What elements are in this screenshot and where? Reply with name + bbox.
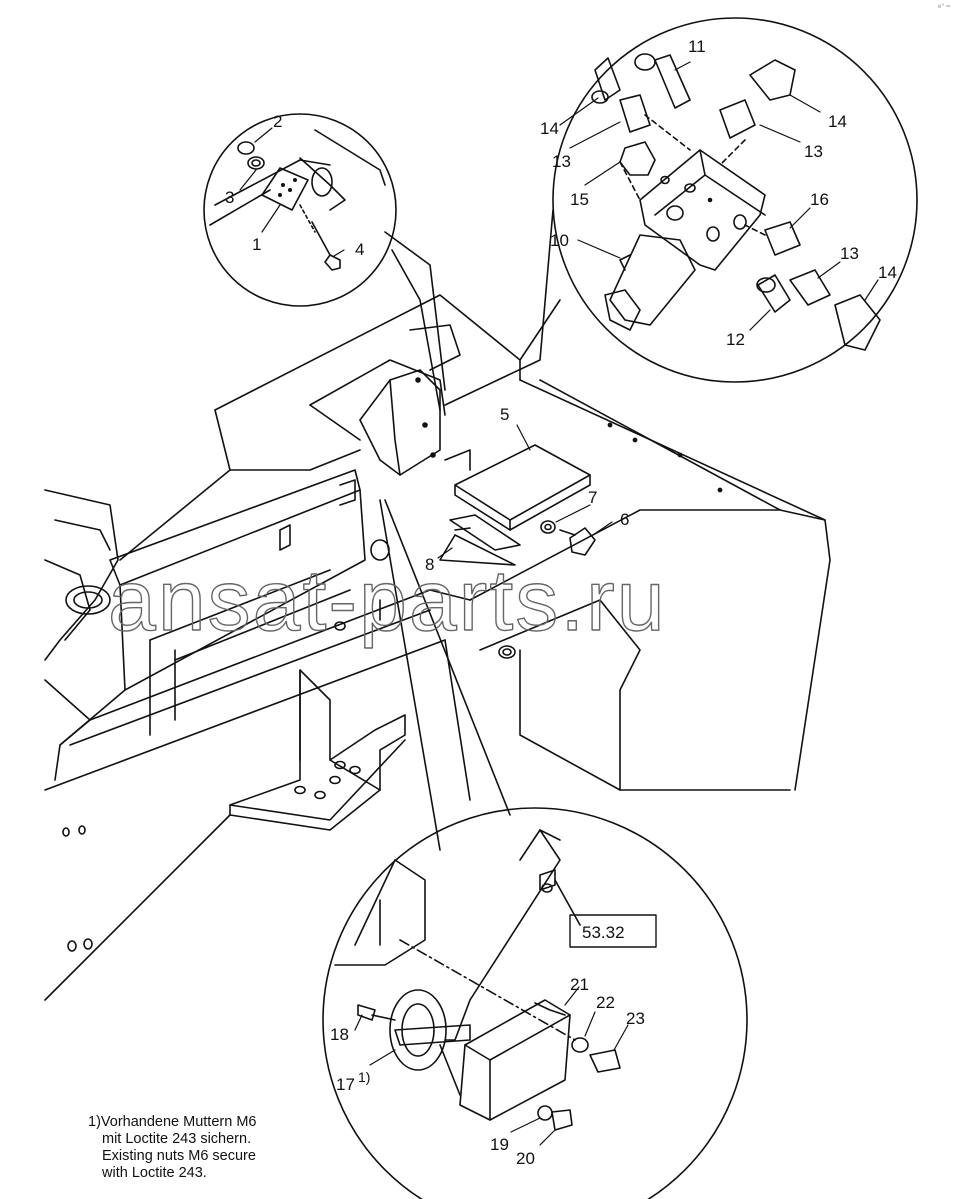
washer-22: [571, 1037, 589, 1053]
callout-2: 2: [273, 112, 282, 131]
callout-7: 7: [588, 488, 597, 507]
callout-17: 17: [336, 1075, 355, 1094]
callout-12: 12: [726, 330, 745, 349]
elbow-14b: [749, 59, 796, 101]
detail-circle-17-23: [322, 499, 748, 1199]
cap-2: [237, 141, 255, 155]
callout-22: 22: [596, 993, 615, 1012]
arm-bracket: [444, 829, 561, 1041]
callout-16: 16: [810, 190, 829, 209]
strip-8: [449, 514, 521, 551]
callout-5: 5: [500, 405, 509, 424]
detail-circle-valve: [444, 17, 918, 406]
mounting-plate-group: [439, 444, 596, 566]
callout-14a: 14: [540, 119, 559, 138]
callout-17-footnote-ref: 1): [358, 1069, 370, 1085]
adapter-13c: [789, 269, 831, 306]
callout-14b: 14: [828, 112, 847, 131]
elbow-14c: [834, 294, 881, 351]
bolt-4: [324, 254, 341, 271]
plug-11: [654, 54, 691, 109]
reference-box-label: 53.32: [582, 923, 625, 942]
callout-13c: 13: [840, 244, 859, 263]
footnote-line-2: mit Loctite 243 sichern.: [102, 1131, 252, 1147]
footnote-line-4: with Loctite 243.: [102, 1165, 207, 1181]
washer-3: [247, 156, 265, 170]
footnote: 1)Vorhandene Muttern M6 mit Loctite 243 …: [88, 1114, 256, 1182]
adapter-13a: [619, 94, 651, 133]
callout-11: 11: [688, 37, 706, 56]
adapter-13b: [719, 99, 756, 139]
callout-23: 23: [626, 1009, 645, 1028]
watermark: ansat-parts.ru: [108, 553, 667, 649]
detail-circle-1-4: [203, 113, 446, 411]
callout-10: 10: [550, 231, 569, 250]
corner-mark: e° ═: [937, 3, 950, 10]
footnote-line-1: 1)Vorhandene Muttern M6: [88, 1114, 257, 1130]
collar-17: [389, 989, 447, 1071]
bolt-18: [357, 1004, 376, 1021]
machine-frame: [44, 294, 831, 1001]
callout-20: 20: [516, 1149, 535, 1168]
plug-15: [619, 141, 656, 176]
washer-7: [540, 520, 556, 534]
elbow-14a: [594, 57, 621, 101]
pad-1: [261, 167, 309, 211]
callout-8: 8: [425, 555, 434, 574]
callout-1: 1: [252, 235, 261, 254]
callout-3: 3: [225, 188, 234, 207]
nut-20: [551, 1109, 573, 1131]
footnote-line-3: Existing nuts M6 secure: [102, 1148, 256, 1164]
callout-14c: 14: [878, 263, 897, 282]
leader-lines: [239, 61, 879, 1146]
callout-21: 21: [570, 975, 589, 994]
valve-block-10: [639, 149, 766, 271]
knob-6: [559, 529, 576, 536]
callout-13b: 13: [804, 142, 823, 161]
reference-box-53-32: 53.32: [569, 914, 657, 948]
callout-15: 15: [570, 190, 589, 209]
callout-18: 18: [330, 1025, 349, 1044]
fitting-16: [764, 221, 801, 256]
bolt-23: [589, 1049, 621, 1073]
box-21: [459, 999, 571, 1121]
callout-19: 19: [490, 1135, 509, 1154]
callout-13a: 13: [552, 152, 571, 171]
callout-6: 6: [620, 510, 629, 529]
callout-labels: 1 2 3 4 5 6 7 8 10 11 12 13 13 13 14 14 …: [225, 37, 897, 1168]
callout-4: 4: [355, 240, 364, 259]
